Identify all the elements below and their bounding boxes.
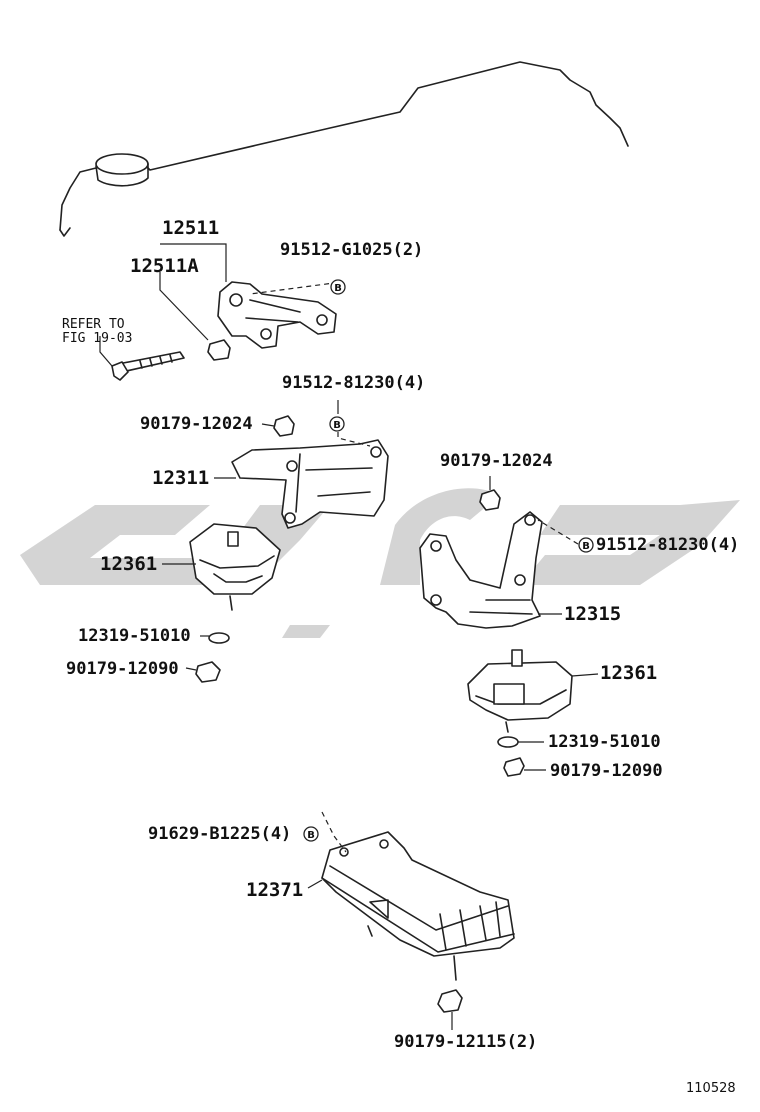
marker-b-91512-G1025: B <box>330 279 346 295</box>
insulator-12361-left <box>189 523 281 611</box>
label-90179-12024-right: 90179-12024 <box>440 451 553 471</box>
engine-bracket-12311 <box>231 439 389 529</box>
washer-12319-51010-left <box>208 632 230 644</box>
label-12361-right: 12361 <box>600 662 657 684</box>
washer-12319-51010-right <box>497 736 519 748</box>
bolt-90179-12115 <box>437 989 463 1013</box>
insulator-12361-right <box>467 649 573 733</box>
label-91512-81230-left: 91512-81230(4) <box>282 373 425 393</box>
marker-b-91629-B1225: B <box>303 826 319 842</box>
marker-b-91512-81230-right: B <box>578 537 594 553</box>
svg-text:B: B <box>334 283 342 294</box>
label-12315: 12315 <box>564 603 621 625</box>
engine-bracket-12511 <box>217 281 337 349</box>
nut-90179-12090-right <box>503 757 525 777</box>
figure-code: 110528 <box>686 1081 736 1096</box>
label-90179-12024-left: 90179-12024 <box>140 414 253 434</box>
nut-90179-12024-left <box>273 415 295 437</box>
label-90179-12090-right: 90179-12090 <box>550 761 663 781</box>
label-12319-51010-left: 12319-51010 <box>78 626 191 646</box>
label-12511A: 12511A <box>130 255 199 277</box>
transmission-mount-12371 <box>321 831 515 981</box>
nut-90179-12024-right <box>479 489 501 511</box>
label-12311: 12311 <box>152 467 209 489</box>
label-12511: 12511 <box>162 217 219 239</box>
bolt-refer-fig-19-03 <box>111 351 185 381</box>
svg-text:B: B <box>333 420 341 431</box>
engine-block-outline <box>59 61 629 237</box>
label-fig-19-03: FIG 19-03 <box>62 331 132 346</box>
label-12361-left: 12361 <box>100 553 157 575</box>
label-91629-B1225: 91629-B1225(4) <box>148 824 291 844</box>
label-90179-12090-left: 90179-12090 <box>66 659 179 679</box>
svg-text:B: B <box>582 541 590 552</box>
engine-bracket-12315 <box>419 511 543 629</box>
label-91512-81230-right: 91512-81230(4) <box>596 535 739 555</box>
marker-b-91512-81230-left: B <box>329 416 345 432</box>
spacer-12511A <box>207 339 231 361</box>
label-12319-51010-right: 12319-51010 <box>548 732 661 752</box>
label-refer-to: REFER TO <box>62 317 125 332</box>
label-90179-12115: 90179-12115(2) <box>394 1032 537 1052</box>
svg-text:B: B <box>307 830 315 841</box>
label-91512-G1025: 91512-G1025(2) <box>280 240 423 260</box>
label-12371: 12371 <box>246 879 303 901</box>
nut-90179-12090-left <box>195 661 221 683</box>
